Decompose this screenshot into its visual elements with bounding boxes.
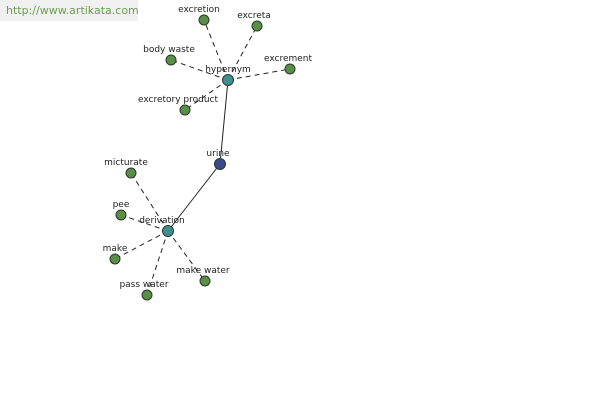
node-make-water[interactable]: make water	[176, 266, 230, 287]
node-dot[interactable]	[141, 289, 153, 301]
node-derivation[interactable]: derivation	[139, 216, 185, 237]
edge-derivation-make	[114, 230, 169, 260]
node-urine[interactable]: urine	[206, 149, 230, 170]
node-excretory-product[interactable]: excretory product	[138, 95, 219, 116]
node-label: micturate	[104, 158, 148, 168]
node-label: make	[103, 244, 128, 254]
edge-derivation-pass-water	[146, 230, 169, 296]
node-excretion[interactable]: excretion	[178, 5, 220, 26]
node-make[interactable]: make	[103, 244, 128, 265]
graph-edges	[114, 19, 291, 296]
node-dot[interactable]	[222, 74, 234, 86]
node-pee[interactable]: pee	[113, 200, 130, 221]
node-dot[interactable]	[199, 275, 211, 287]
node-dot[interactable]	[165, 54, 177, 66]
node-dot[interactable]	[179, 104, 191, 116]
node-label: excretory product	[138, 95, 219, 105]
node-dot[interactable]	[251, 20, 263, 32]
node-dot[interactable]	[162, 225, 174, 237]
node-label: excreta	[237, 11, 271, 21]
edge-hypernym-body-waste	[170, 59, 229, 81]
graph-nodes: urine hypernym derivation excretion excreta b…	[103, 5, 313, 301]
node-pass-water[interactable]: pass water	[119, 280, 169, 301]
node-micturate[interactable]: micturate	[104, 158, 148, 179]
node-label: excrement	[264, 54, 313, 64]
edge-hypernym-excrement	[227, 68, 291, 81]
edge-urine-hypernym	[219, 79, 229, 165]
edge-urine-derivation	[167, 163, 221, 232]
node-dot[interactable]	[284, 63, 296, 75]
edge-derivation-make-water	[167, 230, 206, 282]
edge-hypernym-excreta	[227, 25, 258, 81]
node-body-waste[interactable]: body waste	[143, 45, 195, 66]
watermark-url: http://www.artikata.com	[0, 0, 139, 21]
node-dot[interactable]	[109, 253, 121, 265]
node-label: hypernym	[205, 65, 251, 75]
node-label: body waste	[143, 45, 195, 55]
node-label: pass water	[119, 280, 168, 290]
node-dot[interactable]	[214, 158, 226, 170]
node-label: pee	[113, 200, 130, 210]
node-label: make water	[176, 266, 230, 276]
node-excreta[interactable]: excreta	[237, 11, 271, 32]
edge-derivation-micturate	[130, 172, 169, 232]
node-label: urine	[206, 149, 230, 159]
node-hypernym[interactable]: hypernym	[205, 65, 251, 86]
node-excrement[interactable]: excrement	[264, 54, 313, 75]
edge-hypernym-excretion	[203, 19, 229, 81]
node-dot[interactable]	[125, 167, 137, 179]
node-dot[interactable]	[198, 14, 210, 26]
node-label: excretion	[178, 5, 220, 15]
node-label: derivation	[139, 216, 185, 226]
node-dot[interactable]	[115, 209, 127, 221]
